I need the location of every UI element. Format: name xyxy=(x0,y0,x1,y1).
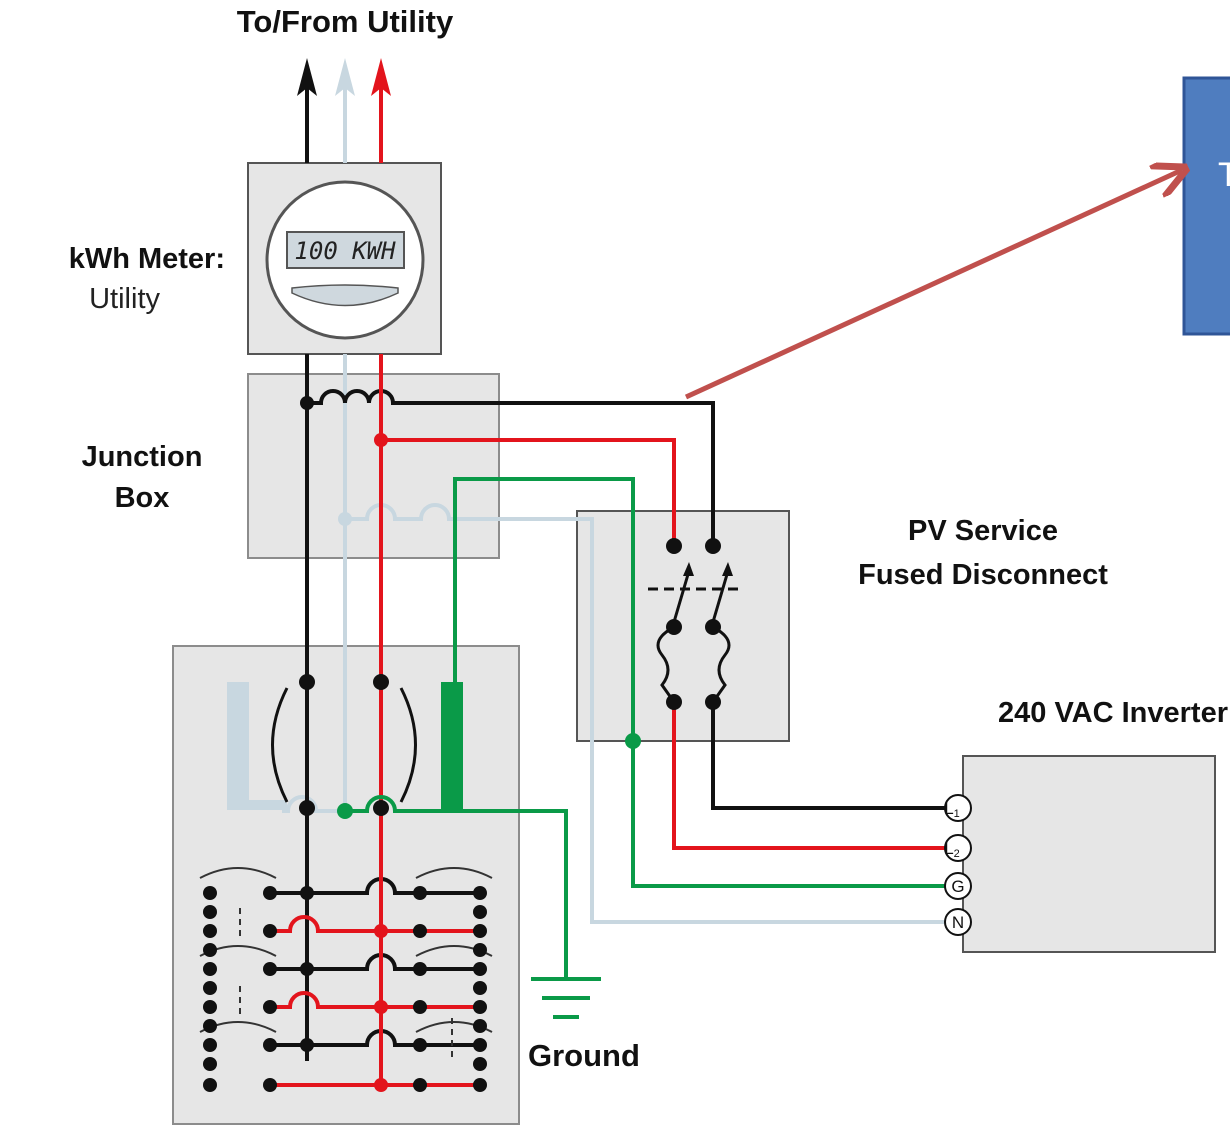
ground-node-pv xyxy=(625,733,641,749)
main-breaker xyxy=(271,687,417,803)
callout-text: T xyxy=(1218,156,1230,194)
meter-display-text: 100 KWH xyxy=(294,237,396,265)
ground-node-panel xyxy=(337,803,353,819)
ground-label: Ground xyxy=(528,1038,640,1073)
utility-arrow-neutral xyxy=(335,58,355,96)
svg-text:L2: L2 xyxy=(944,839,960,860)
terminal-l2-letter: L xyxy=(944,839,953,858)
terminal-l1-letter: L xyxy=(944,799,953,818)
utility-label: To/From Utility xyxy=(237,4,454,39)
meter-display xyxy=(286,231,405,269)
terminal-g xyxy=(944,872,972,900)
junction-label-2: Box xyxy=(115,482,170,514)
pv-switches xyxy=(648,570,744,703)
line1-wires xyxy=(270,374,945,1061)
terminal-n-label: N xyxy=(952,913,964,932)
utility-arrow-black xyxy=(297,58,317,96)
neutral-dot xyxy=(338,512,352,526)
utility-arrow-red xyxy=(371,58,391,96)
callout-arrow xyxy=(684,170,1182,400)
ground-bus-bar xyxy=(441,682,463,810)
terminal-l1 xyxy=(944,794,972,822)
ground-wires xyxy=(345,477,945,1019)
terminal-l2 xyxy=(944,834,972,862)
callout-box xyxy=(1182,76,1230,336)
terminal-g-label: G xyxy=(951,877,964,896)
neutral-wires xyxy=(282,374,945,924)
neutral-bus-bar xyxy=(227,682,249,810)
pv-disconnect-box xyxy=(576,510,790,742)
meter-bar xyxy=(291,284,399,307)
meter-title-label: kWh Meter: xyxy=(69,243,225,275)
red-dots xyxy=(374,433,388,1092)
inverter-label: 240 VAC Inverter xyxy=(998,697,1228,729)
inverter-terminals: L1 L2 G N xyxy=(944,794,972,936)
inverter-box xyxy=(962,755,1216,953)
terminal-l1-sub: 1 xyxy=(954,808,960,820)
svg-text:L1: L1 xyxy=(944,799,960,820)
neutral-bus-foot xyxy=(227,800,287,810)
pv-label-1: PV Service xyxy=(908,515,1058,547)
pv-label-2: Fused Disconnect xyxy=(858,559,1108,591)
meter-sub-label: Utility xyxy=(89,283,160,315)
terminal-l2-sub: 2 xyxy=(954,848,960,860)
connection-dots xyxy=(203,396,721,1092)
junction-label-1: Junction xyxy=(82,441,203,473)
terminal-n xyxy=(944,908,972,936)
